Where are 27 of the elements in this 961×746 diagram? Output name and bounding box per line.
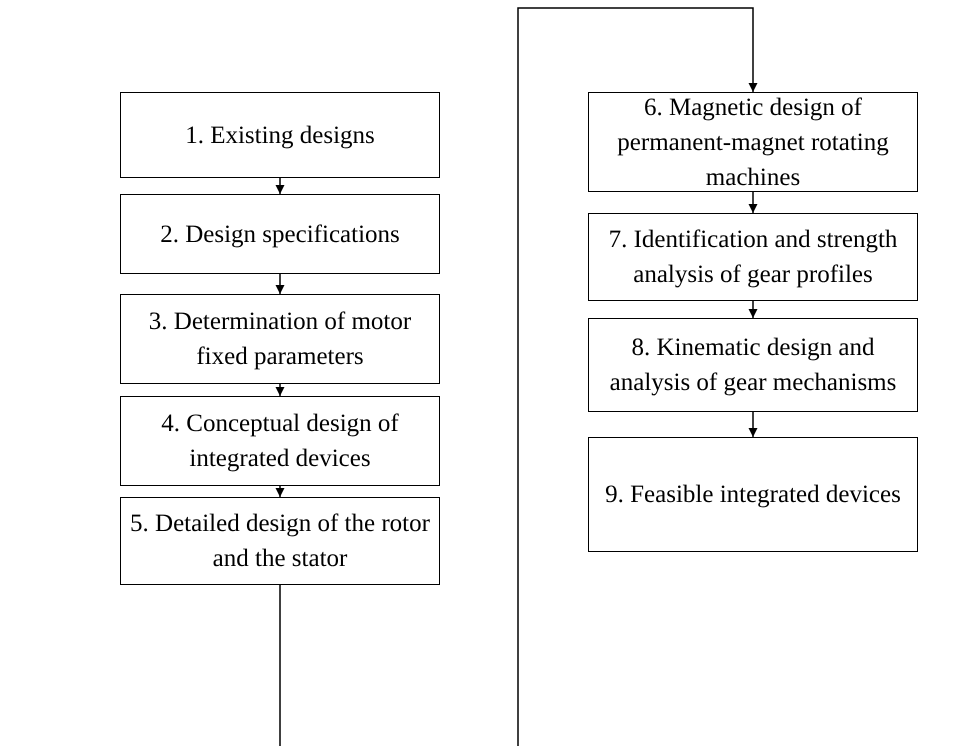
process-box: [588, 437, 918, 552]
connector-line: [279, 585, 281, 746]
process-box: [120, 294, 440, 384]
step-label: 6. Magnetic design of permanent-magnet rotating machines: [616, 92, 890, 192]
arrow: [517, 7, 758, 746]
process-box: [120, 92, 440, 178]
step-label: 2. Design specifications: [160, 220, 400, 250]
step-label: 8. Kinematic design and analysis of gear mechanisms: [608, 333, 898, 398]
process-box: [588, 92, 918, 192]
process-box: [588, 213, 918, 301]
process-box: [120, 194, 440, 274]
step-label: 4. Conceptual design of integrated devices: [160, 409, 400, 474]
arrow: [748, 192, 758, 213]
arrow: [276, 274, 284, 294]
step-label: 1. Existing designs: [185, 120, 375, 150]
arrow: [276, 178, 284, 194]
arrow: [748, 412, 758, 437]
arrow: [748, 301, 758, 318]
step-label: 7. Identification and strength analysis of gear profiles: [608, 225, 898, 290]
process-box: [588, 318, 918, 412]
arrow: [276, 486, 284, 497]
step-label: 3. Determination of motor fixed parameters: [148, 307, 412, 372]
arrow: [276, 384, 284, 396]
step-label: 9. Feasible integrated devices: [605, 480, 901, 510]
process-box: [120, 497, 440, 585]
step-label: 5. Detailed design of the rotor and the stator: [129, 509, 431, 574]
process-box: [120, 396, 440, 486]
